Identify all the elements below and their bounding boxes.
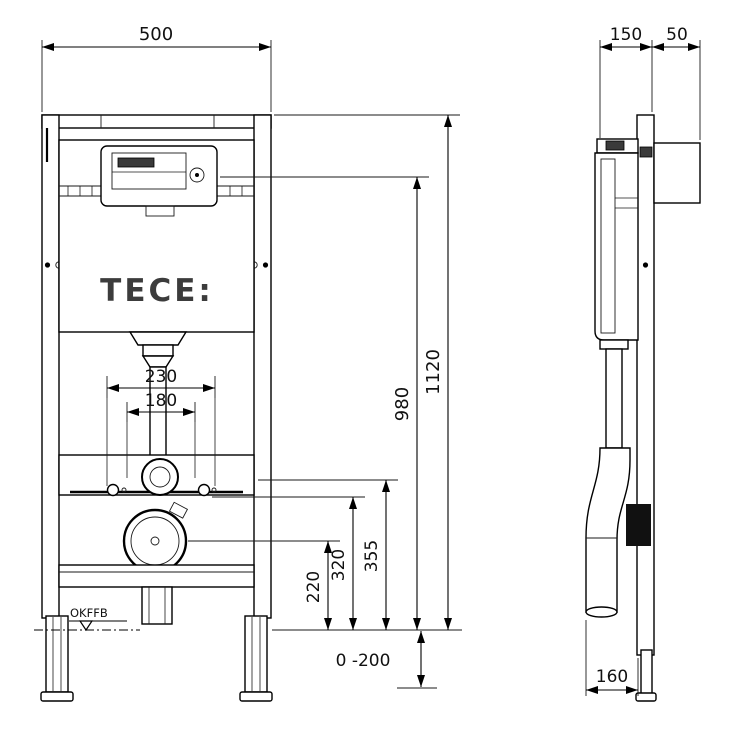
flush-elbow-socket bbox=[141, 458, 179, 496]
flush-bend-taper bbox=[141, 355, 175, 368]
right-foot bbox=[244, 615, 268, 693]
cistern-valve-side bbox=[605, 140, 625, 151]
dim-foot-adjust-label: 0 -200 bbox=[336, 651, 391, 671]
drain-socket-outer bbox=[122, 508, 188, 574]
flush-bend-collar bbox=[142, 344, 174, 357]
dim-height-drain-label: 220 bbox=[304, 571, 324, 603]
side-flush-flange bbox=[599, 339, 629, 350]
drain-outlet-guide bbox=[141, 586, 173, 625]
side-view bbox=[585, 114, 701, 702]
dim-width-label: 500 bbox=[139, 24, 173, 45]
brand-logo: TECE: bbox=[100, 273, 214, 309]
drain-elbow bbox=[585, 447, 631, 613]
fixing-pin-right bbox=[211, 487, 217, 493]
frame-left-rail bbox=[41, 114, 60, 619]
filling-valve-dot bbox=[195, 173, 199, 177]
drain-mount-block bbox=[626, 504, 651, 546]
drain-outlet-opening bbox=[585, 606, 618, 618]
dim-height-connector-label: 320 bbox=[329, 549, 349, 581]
cistern-mechanism-side bbox=[600, 158, 616, 334]
flush-valve bbox=[117, 157, 155, 168]
dim-height-cistern-label: 980 bbox=[392, 387, 413, 421]
frame-top-bar bbox=[41, 114, 272, 129]
side-rail-bolt bbox=[642, 262, 649, 268]
dim-depth-frame-label: 150 bbox=[610, 25, 642, 45]
side-rail bbox=[636, 114, 655, 656]
side-foot-plate bbox=[635, 692, 657, 702]
frame-right-rail bbox=[253, 114, 272, 619]
cistern-side bbox=[594, 152, 639, 341]
dim-height-total-label: 1120 bbox=[423, 349, 444, 395]
fixing-pin-left bbox=[121, 487, 127, 493]
flush-unit bbox=[100, 145, 218, 207]
dim-height-bracket-label: 355 bbox=[362, 540, 382, 572]
drain-socket-center bbox=[150, 536, 160, 546]
dim-bolt-outer-label: 230 bbox=[145, 367, 177, 387]
flush-plate-housing bbox=[653, 142, 701, 204]
flush-elbow-inner bbox=[149, 466, 171, 488]
side-dimensions: 150 50 160 bbox=[585, 25, 701, 696]
floor-level-triangle bbox=[78, 620, 94, 632]
flush-bend-flange bbox=[128, 331, 188, 346]
left-foot-plate bbox=[40, 691, 74, 702]
right-foot-plate bbox=[239, 691, 273, 702]
side-rail-fitting bbox=[639, 146, 653, 158]
drain-clamp bbox=[168, 501, 189, 519]
front-view: TECE: OKFFB bbox=[34, 114, 273, 702]
side-foot bbox=[640, 649, 653, 695]
front-dimensions: 500 230 180 1120 980 355 320 220 bbox=[41, 24, 462, 689]
side-flush-pipe bbox=[605, 348, 623, 449]
rail-bolt bbox=[44, 262, 51, 268]
flush-unit-inner bbox=[111, 152, 187, 190]
dim-depth-front-label: 50 bbox=[666, 25, 688, 45]
left-foot bbox=[45, 615, 69, 693]
fixing-bolt-right bbox=[197, 483, 211, 497]
rail-bolt bbox=[262, 262, 269, 268]
lower-cross-bar bbox=[58, 564, 255, 588]
dim-bolt-inner-label: 180 bbox=[145, 391, 177, 411]
filling-valve-port bbox=[189, 167, 205, 183]
fixing-bolt-left bbox=[106, 483, 120, 497]
flush-unit-tab bbox=[145, 205, 175, 217]
dim-drain-offset-label: 160 bbox=[596, 667, 628, 687]
floor-marker-label: OKFFB bbox=[70, 606, 108, 620]
